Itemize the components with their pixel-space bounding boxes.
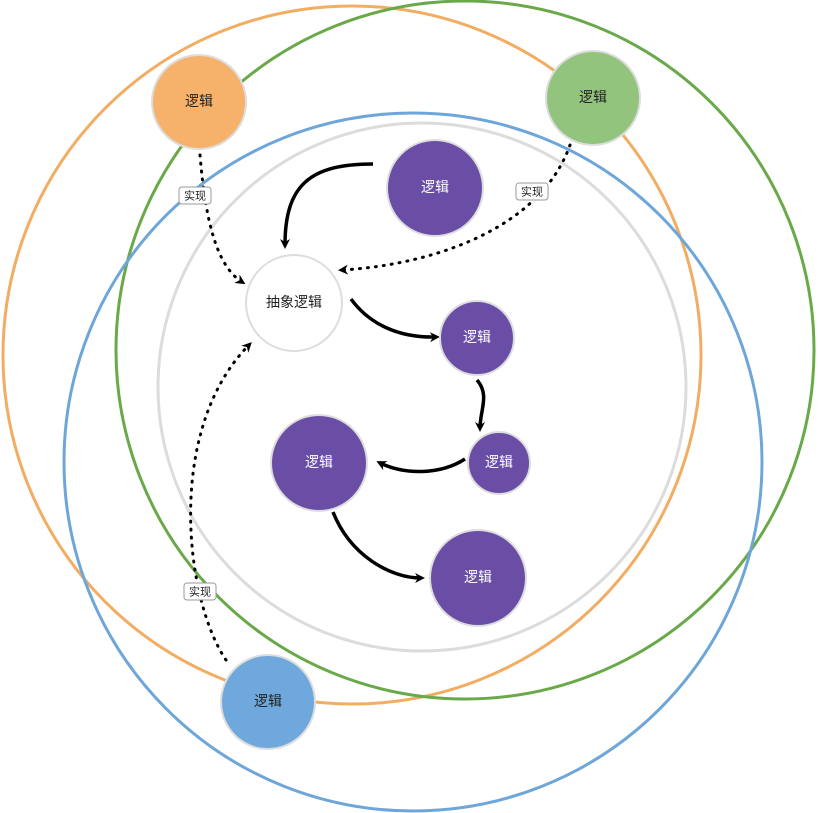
green-domain-ring <box>114 0 816 701</box>
flow-arrow-4 <box>376 457 466 474</box>
blue-logic-node: 逻辑 <box>220 654 316 750</box>
svg-text:逻辑: 逻辑 <box>485 455 513 471</box>
svg-text:逻辑: 逻辑 <box>464 570 492 586</box>
green-impl-label: 实现 <box>515 182 549 201</box>
core-domain-ring <box>156 121 688 653</box>
svg-text:实现: 实现 <box>521 185 543 199</box>
purple-logic-node-3: 逻辑 <box>467 431 531 495</box>
flow-arrow-5 <box>331 511 425 583</box>
orange-domain-ring <box>1 4 703 706</box>
orange-impl-label: 实现 <box>178 186 212 205</box>
orange-impl-link <box>198 153 246 285</box>
svg-text:抽象逻辑: 抽象逻辑 <box>266 295 322 311</box>
purple-logic-node-2: 逻辑 <box>439 300 515 376</box>
green-impl-link <box>338 143 572 275</box>
svg-text:逻辑: 逻辑 <box>463 330 491 346</box>
svg-text:逻辑: 逻辑 <box>305 455 333 471</box>
svg-text:逻辑: 逻辑 <box>185 94 213 110</box>
purple-logic-node-1: 逻辑 <box>386 139 484 237</box>
blue-impl-link <box>189 342 252 662</box>
svg-text:逻辑: 逻辑 <box>421 180 449 196</box>
blue-impl-label: 实现 <box>183 582 217 601</box>
flow-arrow-2 <box>349 297 440 343</box>
svg-text:实现: 实现 <box>189 585 211 599</box>
svg-text:逻辑: 逻辑 <box>254 694 282 710</box>
blue-domain-ring <box>62 111 764 813</box>
green-logic-node: 逻辑 <box>545 50 641 146</box>
svg-text:逻辑: 逻辑 <box>579 90 607 106</box>
flow-arrow-3 <box>475 378 486 432</box>
purple-logic-node-4: 逻辑 <box>270 414 368 512</box>
svg-text:实现: 实现 <box>184 189 206 203</box>
abstract-logic-node: 抽象逻辑 <box>245 254 343 352</box>
purple-logic-node-5: 逻辑 <box>429 529 527 627</box>
flow-arrow-1 <box>280 162 374 249</box>
orange-logic-node: 逻辑 <box>151 54 247 150</box>
